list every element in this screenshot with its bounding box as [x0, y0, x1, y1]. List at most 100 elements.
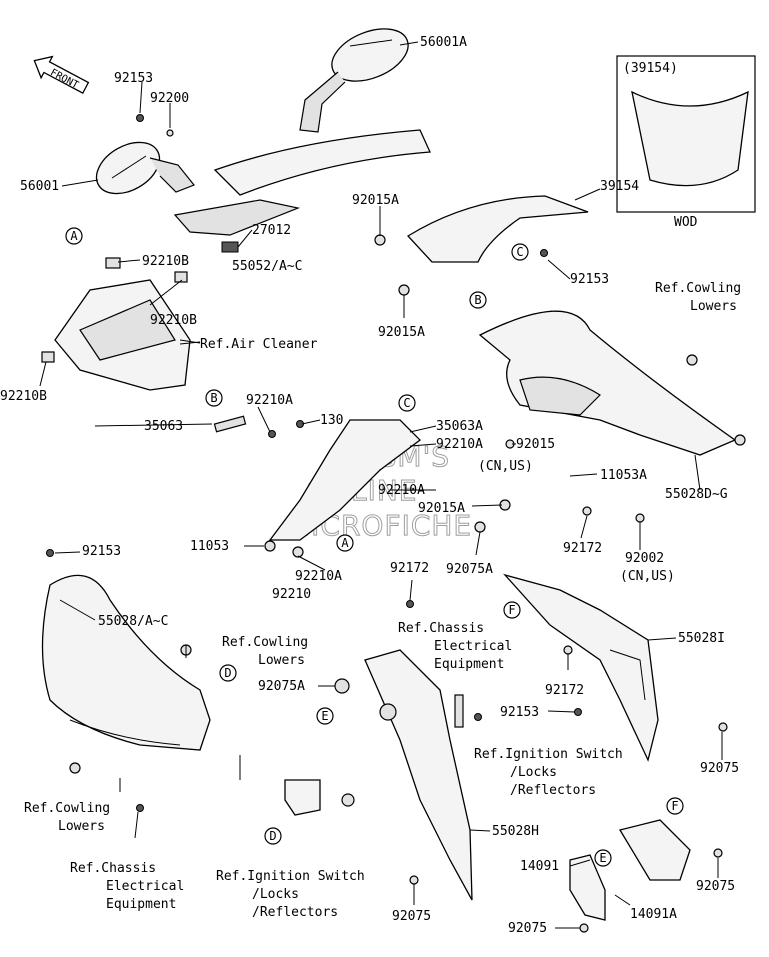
label-92210B-2: 92210B — [150, 313, 197, 328]
label-11053A: 11053A — [600, 468, 647, 483]
label-92153-br: 92153 — [500, 705, 539, 720]
label-92210A-1: 92210A — [246, 393, 293, 408]
label-92075-b2: 92075 — [508, 921, 547, 936]
label-27012: 27012 — [252, 223, 291, 238]
clip-92210B-icon-3 — [41, 351, 55, 363]
svg-text:E: E — [321, 709, 328, 723]
label-130: 130 — [320, 413, 343, 428]
label-11053: 11053 — [190, 539, 229, 554]
side-fairing-right — [503, 573, 659, 762]
label-55028I: 55028I — [678, 631, 725, 646]
mirror-left — [95, 141, 195, 195]
callout-F-1: F — [503, 601, 521, 619]
callout-C-1: C — [511, 243, 529, 261]
label-92172-b: 92172 — [390, 561, 429, 576]
clip-92210B-icon — [105, 257, 121, 269]
svg-text:C: C — [403, 396, 410, 410]
label-92002: 92002 — [625, 551, 664, 566]
ref-cowling-lowers-m-1: Ref.Cowling — [222, 635, 308, 650]
ref-cowling-lowers-tr-2: Lowers — [690, 299, 737, 314]
svg-text:B: B — [210, 391, 217, 405]
label-55052: 55052/A~C — [232, 259, 302, 274]
label-92015A-c: 92015A — [418, 501, 465, 516]
callouts: A A B B C C D D E E F F — [65, 227, 684, 867]
label-92210A-3: 92210A — [378, 483, 425, 498]
fasteners — [46, 114, 746, 933]
callout-D-1: D — [219, 664, 237, 682]
ref-chassis-bl-3: Equipment — [106, 897, 176, 912]
callout-D-2: D — [264, 827, 282, 845]
label-92172-a: 92172 — [563, 541, 602, 556]
ref-chassis-bl-2: Electrical — [106, 879, 184, 894]
callout-B-1: B — [469, 291, 487, 309]
label-55028-A-C: 55028/A~C — [98, 614, 168, 629]
ref-cowling-lowers-bl-2: Lowers — [58, 819, 105, 834]
label-92210A-4: 92210A — [295, 569, 342, 584]
mirror-right — [299, 28, 409, 133]
air-duct-left — [41, 257, 191, 391]
clip-92210B-icon-2 — [174, 271, 188, 283]
ref-ignition-b-3: /Reflectors — [252, 905, 338, 920]
label-92153-top: 92153 — [114, 71, 153, 86]
label-92075A-b: 92075A — [258, 679, 305, 694]
ref-chassis-m-2: Electrical — [434, 639, 512, 654]
label-92153-mr: 92153 — [570, 272, 609, 287]
label-56001A: 56001A — [420, 35, 467, 50]
svg-text:D: D — [269, 829, 276, 843]
bracket-lock — [284, 779, 355, 816]
label-27012-icon — [221, 241, 239, 253]
callout-F-2: F — [666, 797, 684, 815]
label-55028H: 55028H — [492, 824, 539, 839]
ref-ignition-r-2: /Locks — [510, 765, 557, 780]
callout-A-1: A — [65, 227, 83, 245]
inset-windshield-shape — [631, 90, 749, 187]
label-14091A: 14091A — [630, 907, 677, 922]
label-92015A-a: 92015A — [352, 193, 399, 208]
ref-cowling-lowers-bl-1: Ref.Cowling — [24, 801, 110, 816]
label-92210A-2: 92210A — [436, 437, 483, 452]
label-39154: 39154 — [600, 179, 639, 194]
svg-text:A: A — [70, 229, 78, 243]
ref-ignition-b-1: Ref.Ignition Switch — [216, 869, 365, 884]
label-92210B-3: 92210B — [0, 389, 47, 404]
svg-text:E: E — [599, 851, 606, 865]
svg-text:F: F — [671, 799, 678, 813]
upper-cover — [173, 129, 431, 253]
inner-panel-center — [334, 649, 473, 901]
label-92075-b1: 92075 — [392, 909, 431, 924]
label-14091: 14091 — [520, 859, 559, 874]
callout-B-2: B — [205, 389, 223, 407]
inset-windshield-box: (39154) WOD — [616, 55, 756, 230]
label-92172-c: 92172 — [545, 683, 584, 698]
inset-code: (39154) — [623, 61, 678, 76]
label-92210B-1: 92210B — [142, 254, 189, 269]
callout-C-2: C — [398, 394, 416, 412]
ref-ignition-r-1: Ref.Ignition Switch — [474, 747, 623, 762]
label-92075A-a: 92075A — [446, 562, 493, 577]
label-92153-ml: 92153 — [82, 544, 121, 559]
label-56001: 56001 — [20, 179, 59, 194]
label-35063A: 35063A — [436, 419, 483, 434]
svg-text:D: D — [224, 666, 231, 680]
label-92075-br: 92075 — [696, 879, 735, 894]
callout-E-1: E — [316, 707, 334, 725]
front-arrow-icon: FRONT — [33, 55, 90, 95]
svg-text:C: C — [516, 245, 523, 259]
label-92015A-b: 92015A — [378, 325, 425, 340]
ref-chassis-m-1: Ref.Chassis — [398, 621, 484, 636]
label-92210: 92210 — [272, 587, 311, 602]
center-bracket — [213, 415, 421, 558]
label-cn-us-1: (CN,US) — [478, 459, 533, 474]
label-92075-r: 92075 — [700, 761, 739, 776]
ref-ignition-r-3: /Reflectors — [510, 783, 596, 798]
svg-text:B: B — [474, 293, 481, 307]
callout-E-2: E — [594, 849, 612, 867]
callout-A-2: A — [336, 534, 354, 552]
ref-ignition-b-2: /Locks — [252, 887, 299, 902]
label-92015: 92015 — [516, 437, 555, 452]
label-55028D-G: 55028D~G — [665, 487, 728, 502]
reference-notes: Ref.Air Cleaner Ref.Cowling Lowers Ref.C… — [24, 281, 741, 920]
label-35063: 35063 — [144, 419, 183, 434]
